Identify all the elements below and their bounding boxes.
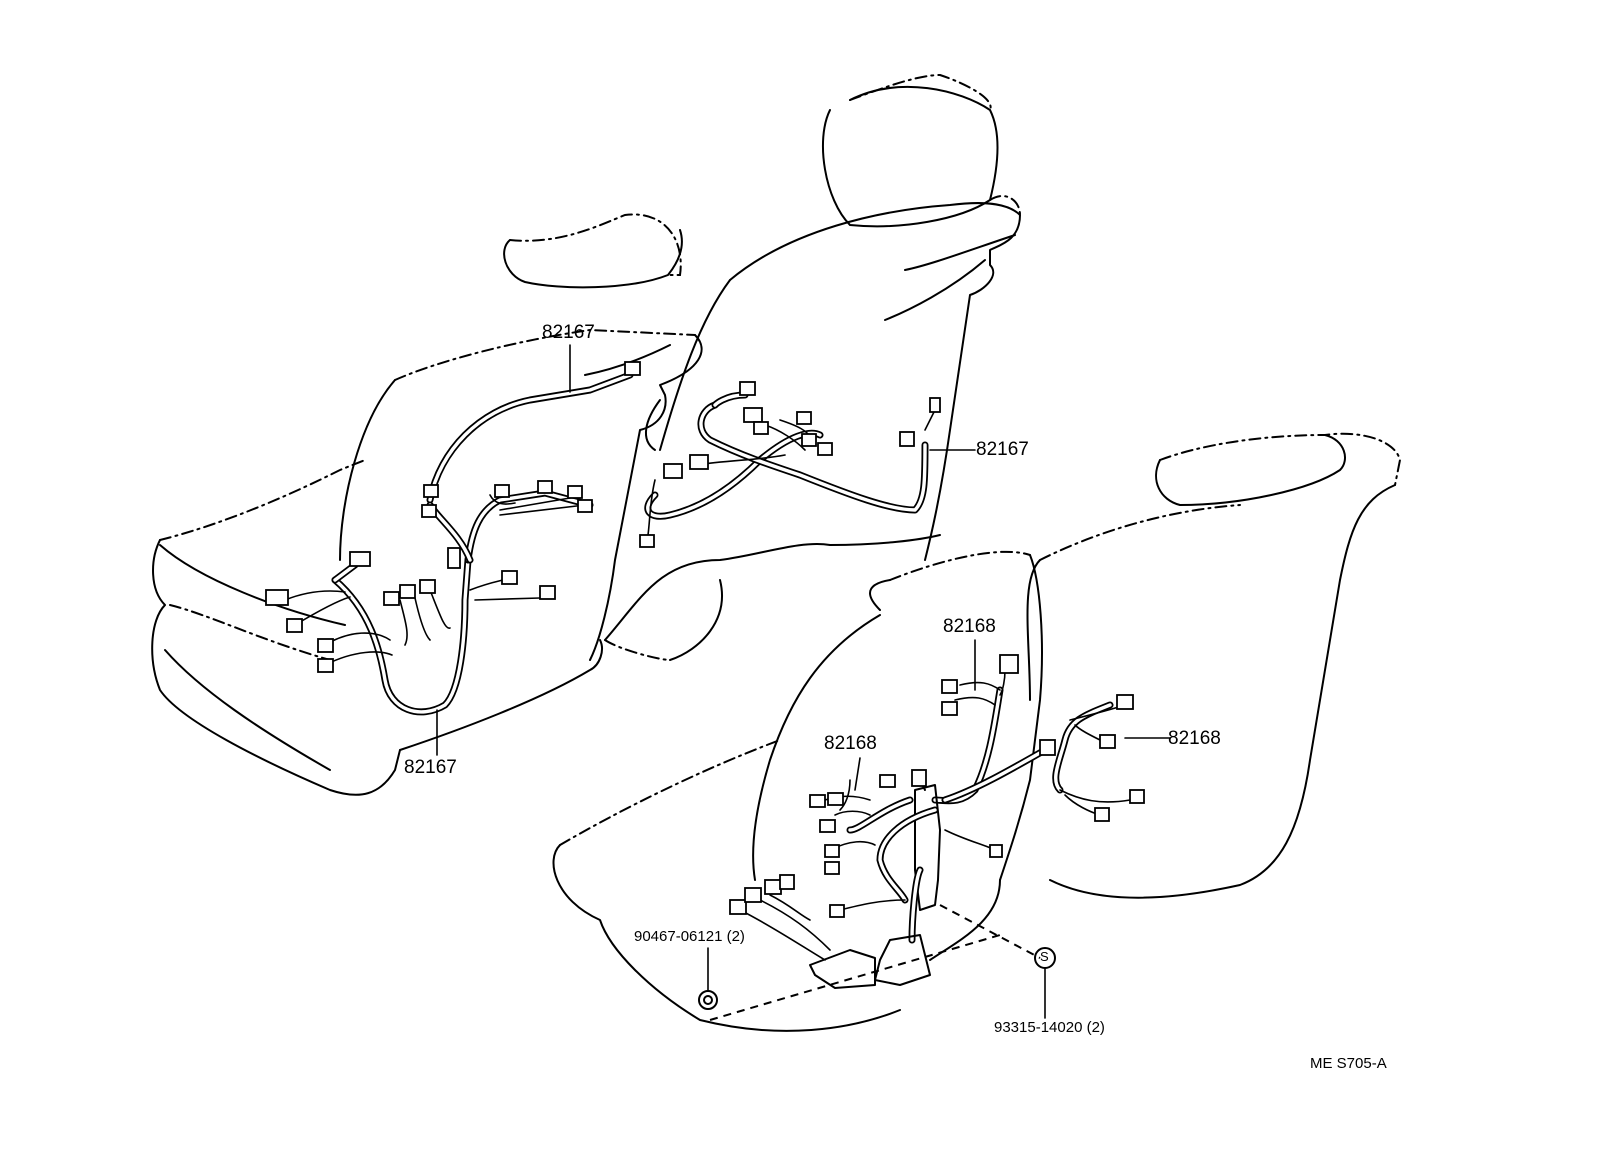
screw-symbol-label: S xyxy=(1040,949,1049,964)
figure-code: ME S705-A xyxy=(1310,1055,1387,1072)
part-number-82168-rear-top: 82168 xyxy=(943,616,996,637)
middle-seat xyxy=(604,73,1021,661)
rear-seat xyxy=(552,432,1402,1032)
part-number-82167-middle: 82167 xyxy=(976,439,1029,460)
part-number-82167-front-top: 82167 xyxy=(542,322,595,343)
part-number-82167-front-bottom: 82167 xyxy=(404,757,457,778)
part-number-82168-rear-left: 82168 xyxy=(824,733,877,754)
front-seat xyxy=(151,213,703,796)
part-number-82168-rear-right: 82168 xyxy=(1168,728,1221,749)
part-number-screw: 93315-14020 (2) xyxy=(994,1019,1105,1036)
part-number-nut: 90467-06121 (2) xyxy=(634,928,745,945)
